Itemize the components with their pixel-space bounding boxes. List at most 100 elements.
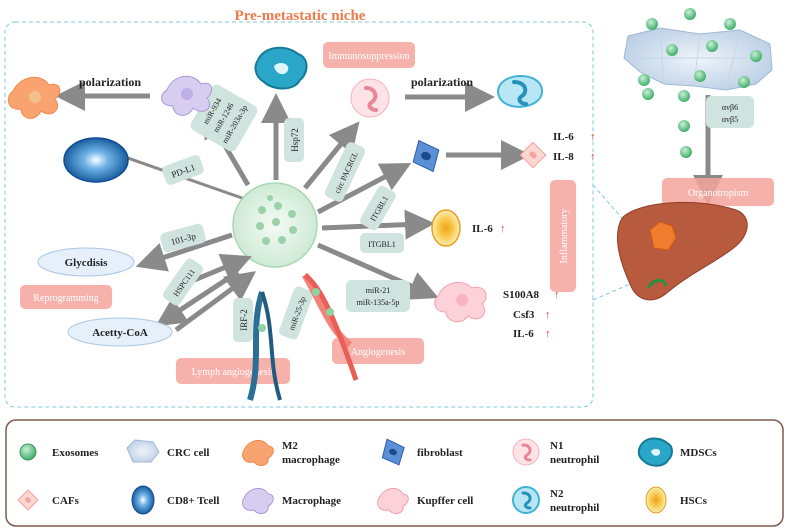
acetyl-coa-label: Acetty-CoA bbox=[92, 327, 148, 339]
lymph-vessel bbox=[247, 291, 282, 401]
integrin-avb5-label: αvβ5 bbox=[722, 115, 738, 124]
hsc-il6-label: IL-6 bbox=[472, 223, 493, 235]
macrophage-icon bbox=[241, 488, 274, 514]
legend-label: fibroblast bbox=[417, 447, 463, 459]
legend-item: Macrophage bbox=[241, 488, 341, 514]
mir-21-box: miR-21 miR-135a-5p bbox=[346, 280, 410, 312]
kupffer-s100a8-up-arrow: ↑ bbox=[554, 289, 560, 301]
kupffer-s100a8-label: S100A8 bbox=[503, 289, 540, 301]
n1-neutrophil-cell bbox=[350, 78, 390, 118]
liver-connector-top bbox=[592, 184, 623, 219]
mir-135a-label: miR-135a-5p bbox=[357, 298, 400, 307]
glycolysis-node: Glycdisis bbox=[37, 247, 135, 277]
blood-vessel bbox=[301, 273, 359, 381]
hsc-il6-up-arrow: ↑ bbox=[500, 223, 506, 235]
n1-neutrophil-icon bbox=[512, 438, 540, 466]
lymph-angiogenesis-tag: Lymph angiogenesis bbox=[176, 358, 290, 384]
glycolysis-label: Glycdisis bbox=[65, 257, 109, 269]
caf-il6-label: IL-6 bbox=[553, 131, 574, 143]
legend-item: CAFs bbox=[17, 489, 80, 511]
mir-21-label: miR-21 bbox=[366, 286, 390, 295]
caf-icon bbox=[17, 489, 39, 511]
integrin-avb6-label: αvβ6 bbox=[722, 103, 738, 112]
fibroblast-icon bbox=[381, 438, 405, 466]
legend-item: MDSCs bbox=[637, 437, 717, 467]
cd8-tcell-cell bbox=[63, 137, 129, 183]
caf-il8-up-arrow: ↑ bbox=[590, 151, 596, 163]
legend-label: CD8+ Tcell bbox=[167, 495, 219, 507]
caf-cell bbox=[519, 141, 547, 169]
pd-l1-box: PD-L1 bbox=[162, 155, 204, 185]
legend-label: Exosomes bbox=[52, 447, 99, 459]
irf2-label: IRF-2 bbox=[239, 309, 249, 331]
legend-item: CD8+ Tcell bbox=[131, 485, 219, 515]
hsc-icon bbox=[645, 486, 667, 514]
legend-label: MDSCs bbox=[680, 447, 717, 459]
inflammatory-label: Inflammatory bbox=[559, 209, 570, 264]
acetyl-coa-node: Acetty-CoA bbox=[67, 317, 173, 347]
mir-25-box: miR-25-3p bbox=[279, 286, 313, 340]
angiogenesis-label: Angiogenesis bbox=[351, 347, 406, 358]
itgbl1-box-a: ITGBL1 bbox=[360, 185, 396, 231]
kupffer-cell bbox=[434, 281, 487, 323]
mir-101-box: 101-3p bbox=[160, 223, 206, 253]
mdsc-cell-niche bbox=[254, 46, 308, 90]
legend-item: CRC cell bbox=[126, 439, 209, 463]
exosome-icon bbox=[19, 443, 37, 461]
reprogramming-tag: Reprogramming bbox=[20, 285, 112, 309]
circ-pacrgl-box: circ PACRGL bbox=[324, 142, 366, 202]
legend-item: HSCs bbox=[645, 486, 708, 514]
kupffer-csf3-up-arrow: ↑ bbox=[545, 309, 551, 321]
polarization-label-right: polarization bbox=[411, 75, 473, 89]
n2-neutrophil-icon bbox=[512, 486, 540, 514]
angiogenesis-tag: Angiogenesis bbox=[332, 338, 424, 364]
hsp72-box: Hsp72 bbox=[284, 118, 304, 162]
cd8-tcell-icon bbox=[131, 485, 155, 515]
mir-box-macrophage: miR-934 miR-1246 miR-203a-3p bbox=[190, 84, 258, 152]
legend-box bbox=[5, 419, 784, 527]
kupffer-il6-label: IL-6 bbox=[513, 328, 534, 340]
crc-cell-icon bbox=[126, 439, 160, 463]
legend-item: Kupffer cell bbox=[376, 488, 473, 514]
legend-label: Kupffer cell bbox=[417, 495, 473, 507]
legend-label: CRC cell bbox=[167, 447, 209, 459]
niche-frame bbox=[4, 21, 594, 408]
macrophage-cell bbox=[161, 75, 212, 116]
itgbl1-label-b: ITGBL1 bbox=[368, 240, 396, 249]
immunosuppression-label: Immunosuppression bbox=[328, 51, 409, 62]
hsp72-label: Hsp72 bbox=[290, 128, 300, 152]
crc-cell-cluster bbox=[623, 27, 773, 91]
organotropism-label: Organotropism bbox=[688, 188, 749, 199]
liver-organ bbox=[616, 201, 748, 301]
immunosuppression-tag: Immunosuppression bbox=[323, 42, 415, 68]
integrin-box: αvβ6 αvβ5 bbox=[706, 96, 754, 128]
kupffer-cell-icon bbox=[376, 488, 409, 514]
m2-macrophage-cell bbox=[7, 76, 61, 119]
n2-neutrophil-cell bbox=[496, 75, 544, 108]
legend-label: HSCs bbox=[680, 495, 708, 507]
niche-title: Pre-metastatic niche bbox=[235, 8, 366, 24]
itgbl1-box-b: ITGBL1 bbox=[360, 233, 404, 253]
organotropism-tag: Organotropism bbox=[662, 178, 774, 206]
legend-label: CAFs bbox=[52, 495, 80, 507]
central-exosome-cell bbox=[232, 182, 318, 268]
caf-il8-label: IL-8 bbox=[553, 151, 574, 163]
hsc-cell bbox=[431, 209, 461, 247]
kupffer-il6-up-arrow: ↑ bbox=[545, 328, 551, 340]
legend-label: Macrophage bbox=[282, 495, 341, 507]
legend-item: Exosomes bbox=[19, 443, 99, 461]
mdsc-icon bbox=[637, 437, 673, 467]
m2-macrophage-icon bbox=[241, 440, 274, 466]
lymph-angiogenesis-label: Lymph angiogenesis bbox=[192, 367, 275, 378]
reprogramming-label: Reprogramming bbox=[33, 293, 99, 304]
polarization-label-left: polarization bbox=[79, 75, 141, 89]
inflammatory-tag: Inflammatory bbox=[550, 180, 576, 292]
irf2-box: IRF-2 bbox=[233, 298, 253, 342]
